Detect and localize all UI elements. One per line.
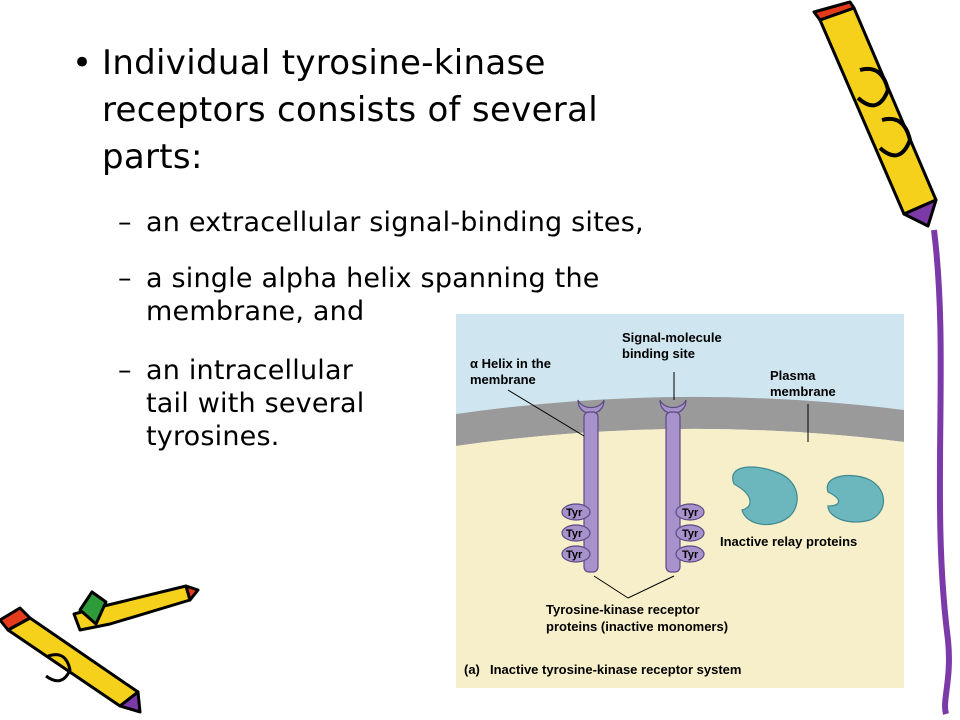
subpoint-line: a single alpha helix spanning the [146, 263, 600, 294]
subpoint-marker: – [118, 263, 132, 294]
pencil-body [6, 616, 140, 708]
subpoint-line: membrane, and [146, 296, 365, 327]
pencil-squiggle [878, 117, 912, 158]
plasma-membrane-label-line-1: Plasma [770, 368, 816, 383]
receptor-right: Tyr Tyr Tyr [659, 399, 705, 573]
tyr-lobe [675, 503, 705, 521]
pencil-squiggle [45, 653, 72, 683]
subpoint-intracellular-tail: – an intracellular tail with several tyr… [118, 354, 438, 453]
signal-site-label-line-1: Signal-molecule [622, 330, 722, 345]
plasma-membrane-label-line-2: membrane [770, 384, 836, 399]
figure-caption: Inactive tyrosine-kinase receptor system [490, 662, 741, 677]
tyr-label: Tyr [566, 528, 583, 540]
tyr-label: Tyr [566, 507, 583, 519]
tyr-label: Tyr [682, 507, 699, 519]
alpha-helix-label-line-1: α Helix in the [470, 356, 551, 371]
subpoint-marker: – [118, 207, 132, 238]
alpha-helix-label-line-2: membrane [470, 372, 536, 387]
pencil-tip [118, 690, 142, 714]
caption-letter: (a) [464, 662, 480, 677]
main-bullet-line-2: receptors consists of several [102, 90, 598, 130]
pencil-body [818, 6, 938, 216]
tyr-lobe [561, 545, 591, 563]
main-bullet-line-3: parts: [102, 137, 203, 177]
tyr-label: Tyr [682, 549, 699, 561]
tyr-label: Tyr [566, 549, 583, 561]
tyr-lobe [675, 545, 705, 563]
subpoint-extracellular: – an extracellular signal-binding sites, [118, 206, 798, 239]
pencils-left-icon [0, 584, 200, 714]
helix-shaft [665, 411, 681, 573]
signal-site-label-line-2: binding site [622, 346, 695, 361]
pencil-squiggle [856, 67, 890, 108]
pencil-tip [902, 198, 938, 228]
tyr-lobe [561, 524, 591, 542]
pointer-lines [507, 372, 809, 599]
main-bullet-line-1: Individual tyrosine-kinase [102, 43, 546, 83]
relay-proteins-label: Inactive relay proteins [720, 534, 857, 549]
pencil-eraser [812, 0, 856, 22]
tyr-lobe [675, 524, 705, 542]
pencil-eraser [0, 606, 32, 632]
tyr-label: Tyr [682, 528, 699, 540]
bullet-marker: • [72, 43, 93, 83]
subpoint-line: tail with several [146, 388, 365, 419]
receptor-label-line-1: Tyrosine-kinase receptor [546, 602, 700, 617]
pencil-right-icon [812, 0, 952, 715]
tyr-lobe [561, 503, 591, 521]
pencil-line-trail [931, 229, 952, 715]
receptor-figure: Tyr Tyr Tyr Tyr Tyr Tyr α Helix in th [456, 314, 904, 688]
main-bullet: • Individual tyrosine-kinase receptors c… [72, 40, 712, 181]
binding-site-shape [659, 399, 687, 415]
binding-site-shape [577, 399, 605, 415]
subpoint-line: an extracellular signal-binding sites, [146, 207, 644, 238]
subpoint-line: an intracellular [146, 355, 354, 386]
subpoint-marker: – [118, 355, 132, 386]
receptor-left: Tyr Tyr Tyr [561, 399, 605, 573]
subpoint-line: tyrosines. [146, 421, 280, 452]
relay-protein-2 [826, 474, 885, 523]
pencil-band [78, 590, 108, 626]
pencil-tip [184, 584, 200, 602]
subpoint-alpha-helix: – a single alpha helix spanning the memb… [118, 262, 718, 328]
relay-protein-1 [732, 466, 798, 526]
receptor-label-line-2: proteins (inactive monomers) [546, 619, 728, 634]
